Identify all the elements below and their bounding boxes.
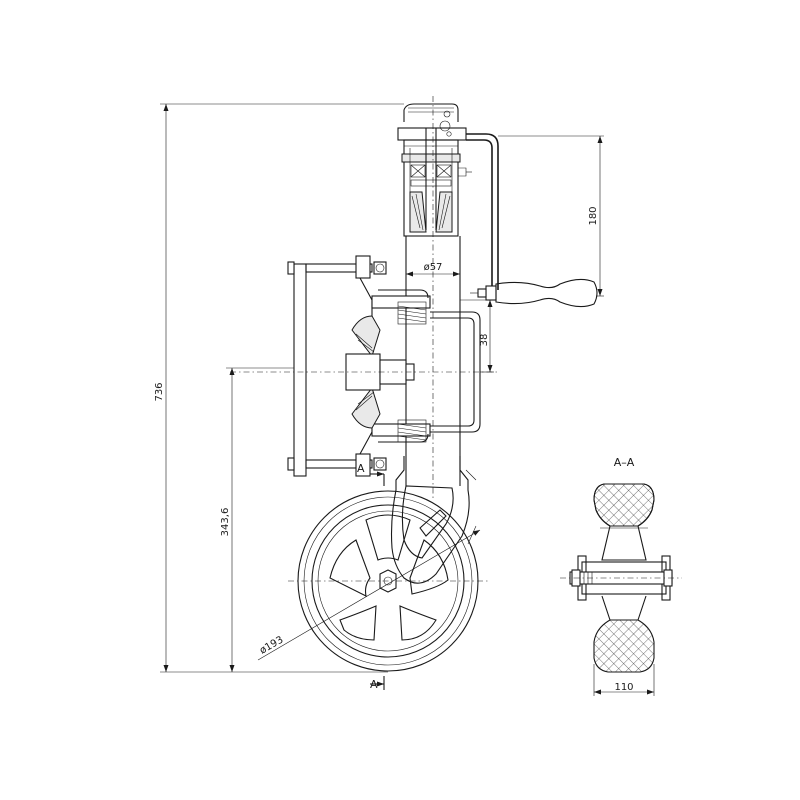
dimension-axle-height: 343,6 [220, 367, 294, 672]
dimension-wheel-diameter: ø193 [257, 529, 481, 661]
crank-handle[interactable] [466, 133, 598, 308]
wheel-diameter-label: ø193 [258, 634, 285, 656]
wheel [288, 490, 490, 672]
wheel-fork [390, 456, 477, 584]
bearing-right [436, 164, 452, 178]
tyre-section-lower [593, 619, 655, 673]
section-view-aa: A–A 110 [560, 456, 682, 696]
bearing-left [410, 164, 426, 178]
section-marker-top: A [357, 462, 385, 486]
section-marker-bottom-label: A [370, 678, 378, 691]
rim-section-lower [601, 595, 647, 621]
crank-grip [495, 278, 598, 308]
tube-diameter-label: ø57 [424, 262, 443, 273]
spring-upper [397, 301, 427, 325]
spring-lower [397, 419, 427, 443]
dimension-bracket-offset: 38 [460, 299, 494, 373]
axle-height-label: 343,6 [220, 508, 231, 537]
rim-section-upper [601, 525, 647, 561]
section-title: A–A [614, 456, 635, 469]
dimension-wheel-width: 110 [593, 664, 655, 696]
dimension-overall-height: 736 [154, 103, 404, 673]
bracket-offset-label: 38 [479, 334, 490, 347]
section-marker-top-label: A [357, 462, 365, 475]
dimension-crank-height: 180 [498, 135, 604, 297]
top-cap [403, 103, 459, 132]
crank-height-label: 180 [588, 206, 599, 225]
dimension-tube-diameter: ø57 [406, 262, 460, 277]
main-view: A A [230, 96, 598, 691]
wheel-width-label: 110 [614, 682, 633, 693]
overall-height-label: 736 [154, 382, 165, 401]
section-marker-bottom: A [370, 676, 385, 691]
gear-housing [397, 127, 472, 237]
